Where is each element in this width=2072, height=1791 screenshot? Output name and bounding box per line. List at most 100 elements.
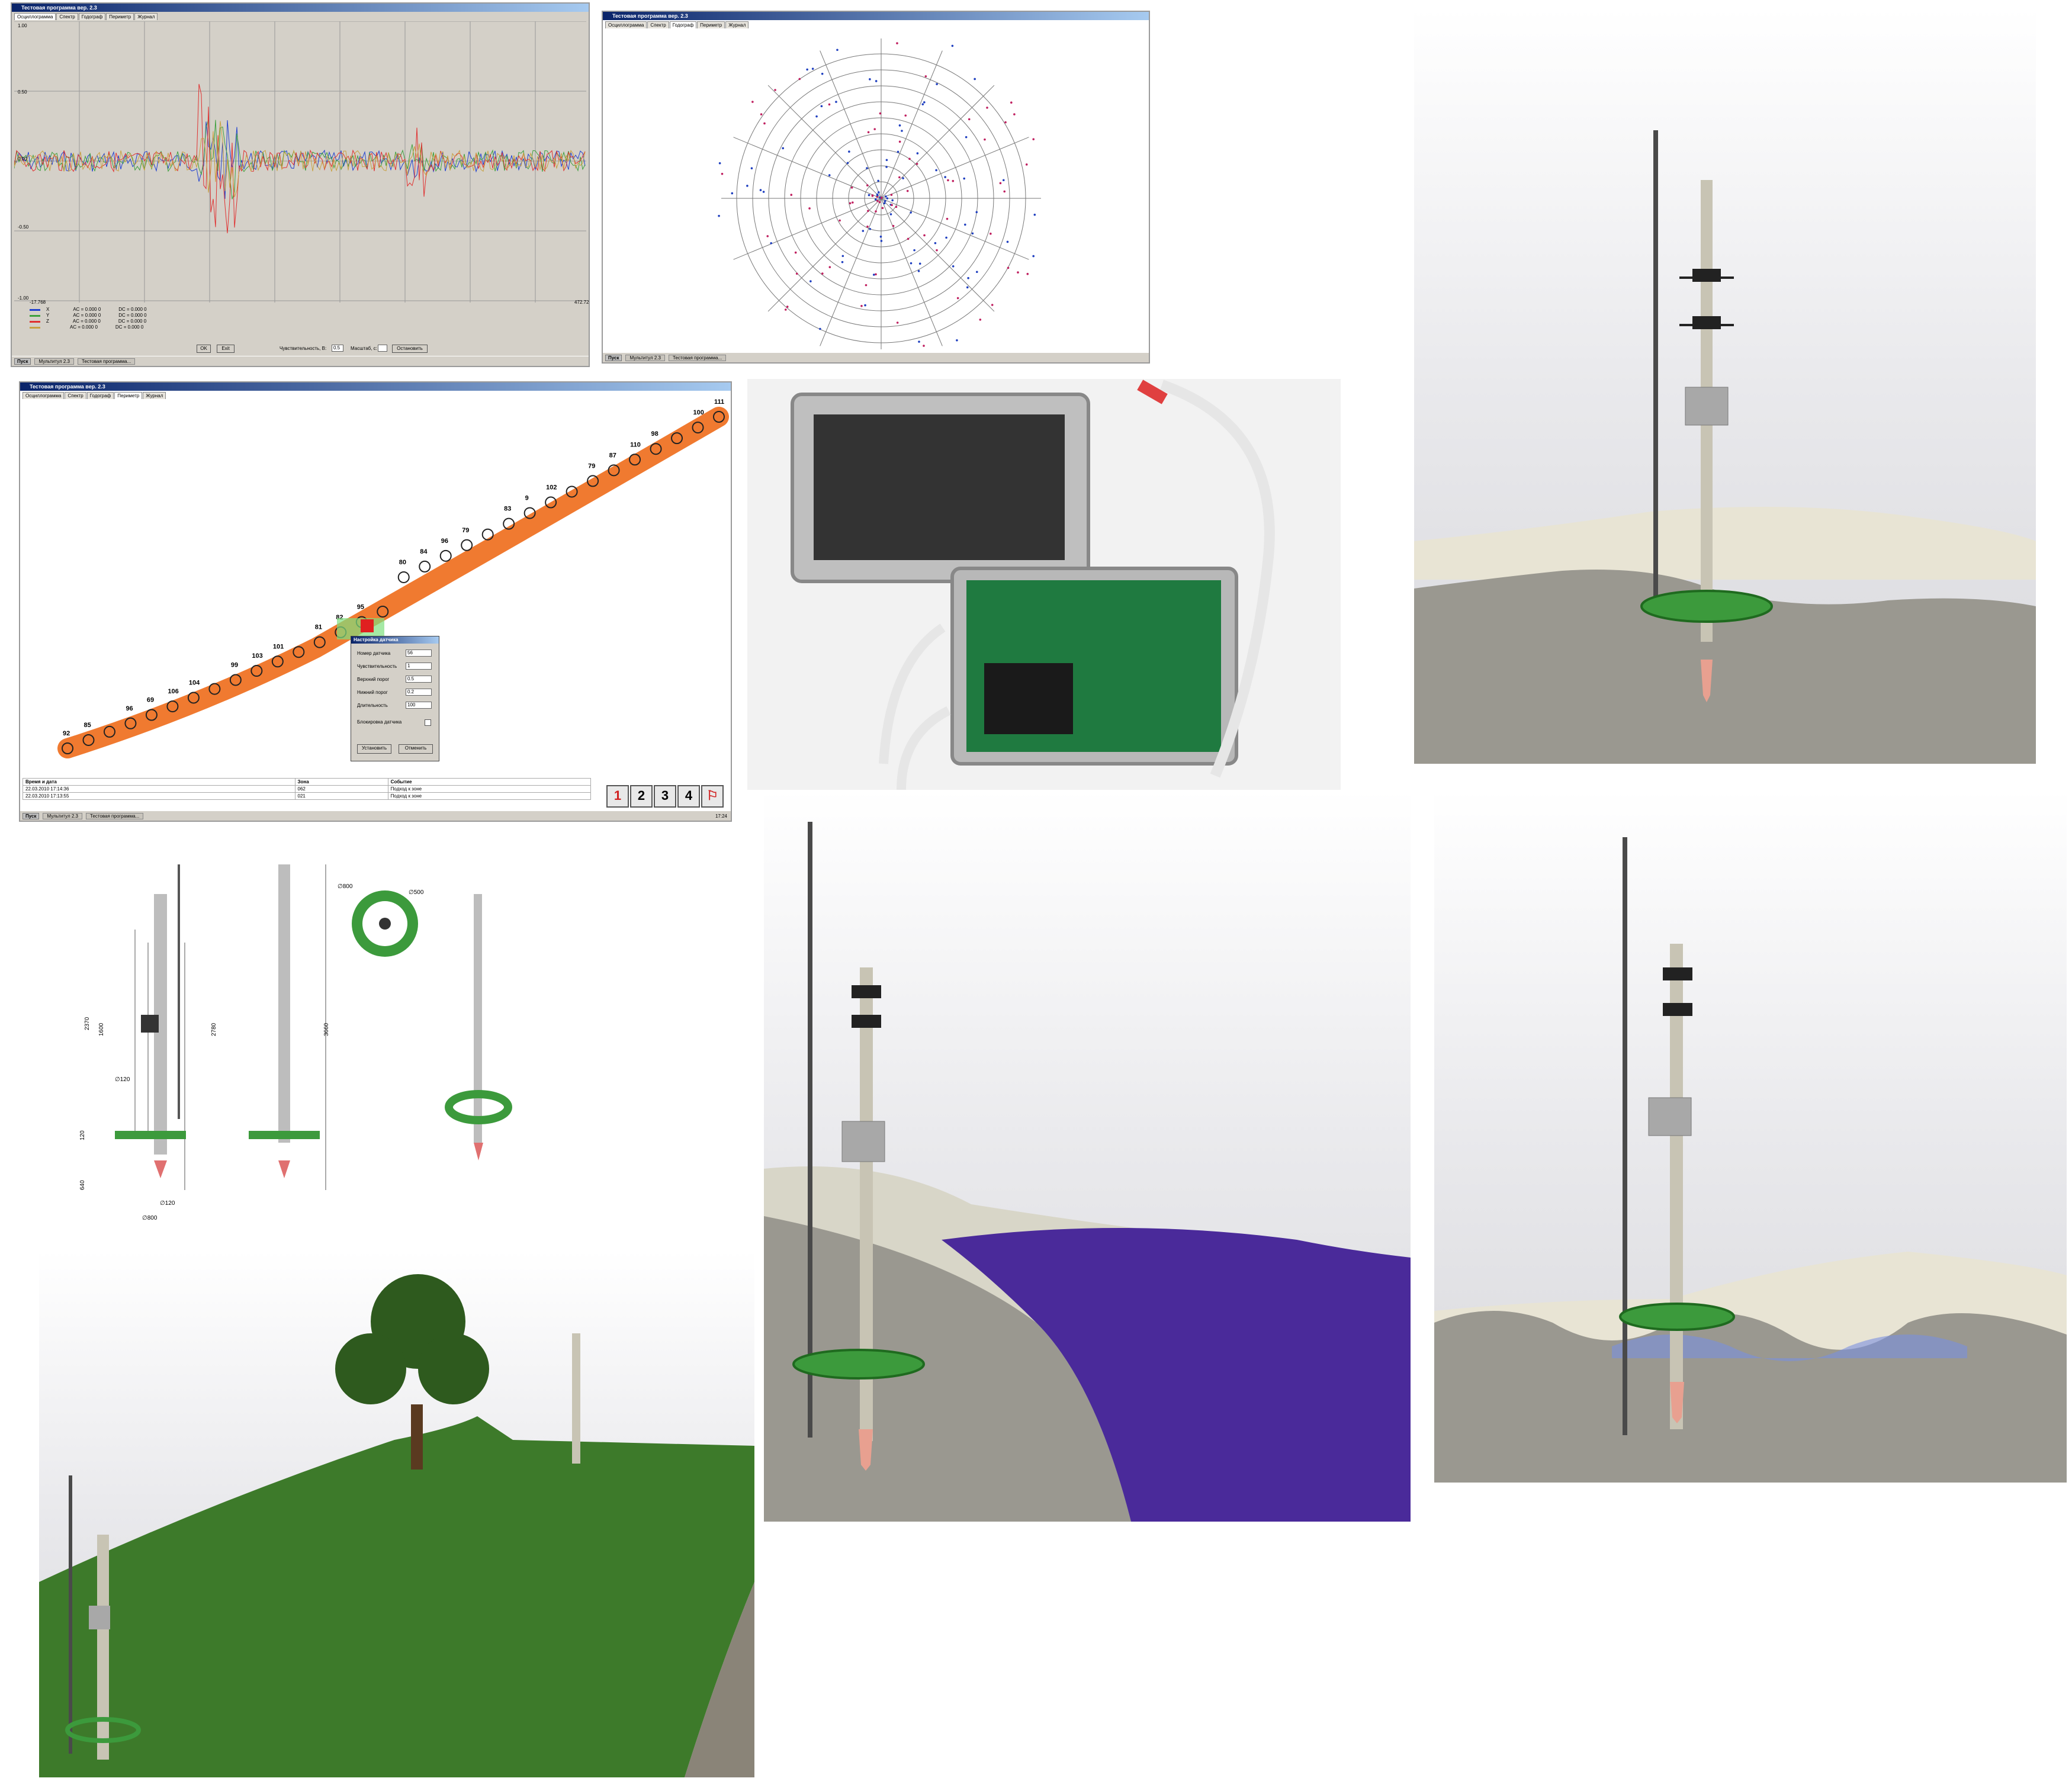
render-illustration bbox=[1414, 130, 2036, 764]
start-button[interactable]: Пуск bbox=[14, 358, 31, 365]
sensor-node[interactable] bbox=[103, 725, 115, 738]
hodograph-point bbox=[990, 232, 992, 235]
sensor-node[interactable] bbox=[271, 655, 284, 668]
sensor-node[interactable] bbox=[250, 665, 263, 677]
sensor-node[interactable] bbox=[481, 528, 494, 541]
sensor-node[interactable] bbox=[82, 734, 95, 746]
sensor-node[interactable] bbox=[439, 549, 452, 562]
sensor-node[interactable] bbox=[166, 700, 179, 713]
sensor-node[interactable] bbox=[419, 560, 431, 573]
sensor-node[interactable] bbox=[566, 485, 578, 498]
tab-hodograph[interactable]: Годограф bbox=[86, 392, 114, 399]
hodograph-point bbox=[875, 273, 877, 276]
sensor-node[interactable] bbox=[313, 636, 326, 648]
cancel-button[interactable]: Отменить bbox=[399, 744, 433, 754]
sensor-node[interactable] bbox=[62, 742, 73, 754]
start-button[interactable]: Пуск bbox=[605, 354, 622, 361]
table-row[interactable]: 22.03.2010 17:14:36 062 Подход к зоне bbox=[23, 785, 592, 793]
taskbar-item[interactable]: Мультитул 2.3 bbox=[625, 354, 665, 361]
sensor-node[interactable] bbox=[293, 646, 305, 658]
hodograph-point bbox=[828, 266, 831, 268]
zone-button-3[interactable]: 3 bbox=[654, 785, 676, 808]
tab-journal[interactable]: Журнал bbox=[143, 392, 166, 399]
sensor-node[interactable] bbox=[503, 517, 515, 530]
cell-event: Подход к зоне bbox=[387, 792, 592, 800]
hodograph-point bbox=[784, 308, 787, 311]
dimension-label: ∅800 bbox=[142, 1215, 158, 1221]
hodograph-point bbox=[1002, 179, 1005, 182]
sensitivity-input[interactable]: 0.5 bbox=[332, 345, 343, 352]
taskbar-item[interactable]: Мультитул 2.3 bbox=[34, 358, 74, 365]
scale-input[interactable] bbox=[378, 345, 387, 352]
sensor-value-label: 99 bbox=[231, 661, 238, 668]
apply-button[interactable]: Установить bbox=[357, 744, 391, 754]
sensor-node[interactable] bbox=[187, 692, 200, 704]
start-button[interactable]: Пуск bbox=[23, 812, 40, 819]
sensor-node[interactable] bbox=[377, 605, 389, 618]
dimension-label: 3660 bbox=[323, 1022, 330, 1036]
tab-hodograph[interactable]: Годограф bbox=[78, 13, 106, 20]
zone-button-1[interactable]: 1 bbox=[606, 785, 629, 808]
sensor-node[interactable] bbox=[229, 674, 242, 686]
sensor-node[interactable] bbox=[692, 422, 704, 434]
upper-threshold-input[interactable]: 0.5 bbox=[406, 676, 432, 683]
exit-button[interactable]: Exit bbox=[217, 345, 234, 353]
taskbar-item[interactable]: Тестовая программа... bbox=[77, 358, 136, 365]
tab-journal[interactable]: Журнал bbox=[725, 21, 749, 28]
sensor-number-input[interactable]: 56 bbox=[406, 649, 432, 657]
sensor-node[interactable] bbox=[608, 464, 620, 477]
sensor-node[interactable] bbox=[629, 454, 641, 466]
tab-oscillogram[interactable]: Осциллограмма bbox=[23, 392, 65, 399]
tab-journal[interactable]: Журнал bbox=[134, 13, 158, 20]
sensor-node[interactable] bbox=[650, 443, 662, 455]
tab-perimeter[interactable]: Периметр bbox=[114, 392, 143, 399]
tab-spectrum[interactable]: Спектр bbox=[56, 13, 78, 20]
tab-spectrum[interactable]: Спектр bbox=[65, 392, 86, 399]
sensor-value-label: 79 bbox=[588, 462, 595, 470]
duration-input[interactable]: 100 bbox=[406, 702, 432, 709]
sensor-node[interactable] bbox=[208, 683, 221, 695]
sensor-node[interactable] bbox=[545, 496, 557, 509]
tab-oscillogram[interactable]: Осциллограмма bbox=[605, 21, 647, 28]
zone-button-4[interactable]: 4 bbox=[677, 785, 700, 808]
hodograph-point bbox=[956, 297, 959, 300]
sensor-nodes[interactable]: 9285966910610499103101818295808496798391… bbox=[62, 399, 725, 754]
hodograph-point bbox=[874, 198, 877, 201]
sensor-node[interactable] bbox=[461, 539, 473, 551]
table-row[interactable]: 22.03.2010 17:13:55 021 Подход к зоне bbox=[23, 792, 592, 800]
taskbar-item[interactable]: Тестовая программа... bbox=[85, 812, 144, 819]
sensor-node[interactable] bbox=[523, 507, 536, 519]
polar-spoke bbox=[881, 50, 943, 199]
hodograph-point bbox=[881, 207, 884, 210]
sensor-node[interactable] bbox=[587, 475, 599, 487]
sensor-node[interactable] bbox=[397, 571, 410, 583]
hodograph-point bbox=[890, 194, 893, 196]
hodograph-point bbox=[965, 136, 968, 139]
hodograph-point bbox=[967, 276, 969, 279]
stop-button[interactable]: Остановить bbox=[392, 345, 428, 353]
taskbar-item[interactable]: Мультитул 2.3 bbox=[43, 812, 82, 819]
sensor-node[interactable] bbox=[145, 709, 158, 721]
dimension-label: ∅500 bbox=[409, 889, 424, 896]
zone-button-2[interactable]: 2 bbox=[630, 785, 653, 808]
bell-icon[interactable]: ⚐ bbox=[701, 785, 724, 808]
tab-spectrum[interactable]: Спектр bbox=[647, 21, 669, 28]
hodograph-point bbox=[878, 201, 881, 204]
tab-perimeter[interactable]: Периметр bbox=[697, 21, 725, 28]
polar-plot bbox=[718, 38, 1041, 349]
tab-oscillogram[interactable]: Осциллограмма bbox=[14, 13, 56, 20]
block-sensor-checkbox[interactable] bbox=[425, 719, 431, 726]
tab-hodograph[interactable]: Годограф bbox=[669, 21, 697, 28]
technical-drawing: 2370 1600 2780 3660 120 640 ∅120 ∅120 ∅8… bbox=[53, 858, 521, 1237]
hodograph-point bbox=[1033, 213, 1036, 216]
legend-name: Z bbox=[46, 319, 49, 324]
taskbar-item[interactable]: Тестовая программа... bbox=[668, 354, 727, 361]
hodograph-point bbox=[913, 249, 915, 252]
sensor-node[interactable] bbox=[713, 411, 725, 423]
ok-button[interactable]: OK bbox=[197, 345, 211, 353]
sensitivity-input[interactable]: 1 bbox=[406, 663, 432, 670]
sensor-node[interactable] bbox=[671, 432, 683, 445]
tab-perimeter[interactable]: Периметр bbox=[106, 13, 134, 20]
lower-threshold-input[interactable]: 0.2 bbox=[406, 689, 432, 696]
sensor-node[interactable] bbox=[124, 717, 137, 729]
